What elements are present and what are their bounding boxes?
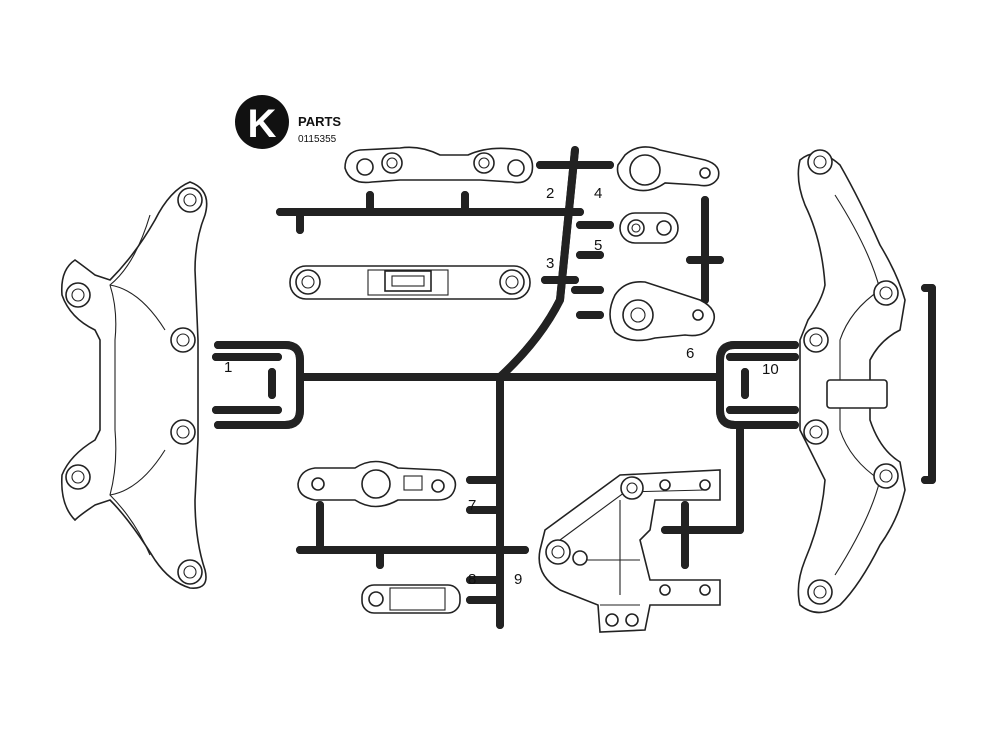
- part-label-6: 6: [686, 345, 694, 362]
- part-label-8: 8: [468, 571, 476, 588]
- letter-badge: [235, 95, 289, 149]
- bulkhead-hole: [170, 327, 196, 353]
- part-label-4: 4: [594, 185, 602, 202]
- bulkhead-hole: [177, 187, 203, 213]
- part-1-bulkhead: [60, 181, 208, 589]
- parts-header: K PARTS 0115355: [235, 95, 341, 149]
- part-9-bracket: [538, 469, 721, 633]
- part-4-arm: [616, 146, 720, 192]
- bulkhead-tab: [826, 379, 888, 409]
- sprue-runner: [212, 146, 936, 629]
- part-5-link: [619, 212, 679, 244]
- parts-code: 0115355: [298, 134, 337, 145]
- bulkhead-hole: [170, 419, 196, 445]
- part-label-1: 1: [224, 359, 232, 376]
- part-label-9: 9: [514, 571, 522, 588]
- bulkhead-hole: [177, 559, 203, 585]
- bracket-body: [538, 469, 721, 633]
- part-label-3: 3: [546, 255, 554, 272]
- part-label-2: 2: [546, 185, 554, 202]
- part-10-bulkhead: [797, 149, 906, 614]
- part-7-arm: [297, 460, 457, 508]
- bulkhead-body: [60, 181, 208, 589]
- part-2-plate: [344, 146, 534, 184]
- part-label-7: 7: [468, 497, 476, 514]
- block-body: [361, 584, 461, 614]
- part-6-horn: [609, 280, 716, 342]
- part-label-5: 5: [594, 237, 602, 254]
- parts-title: PARTS: [298, 114, 341, 129]
- part-3-bar: [289, 265, 531, 300]
- part-8-block: [361, 584, 461, 614]
- parts-letter: K: [248, 102, 277, 146]
- bulkhead-web: [109, 284, 166, 496]
- part-label-10: 10: [762, 361, 779, 378]
- bulkhead-rib: [109, 214, 151, 556]
- bulkhead-hole: [65, 282, 91, 308]
- part-labels: 1 2 3 4 5 6 7 8 9 10: [224, 185, 779, 588]
- bulkhead-hole: [65, 464, 91, 490]
